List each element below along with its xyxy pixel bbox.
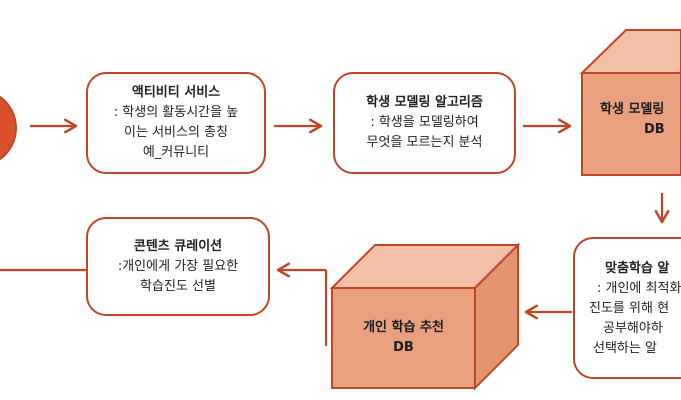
node-custom-learning: 맞춤학습 알 : 개인에 최적화 진도를 위해 현 공부해야하 선택하는 알 bbox=[573, 237, 681, 379]
node-desc-line: :개인에게 가장 필요한 bbox=[117, 258, 239, 274]
start-circle bbox=[0, 95, 17, 161]
node-desc-line: : 학생을 모델링하여 bbox=[370, 115, 479, 130]
cube-title-line: DB bbox=[644, 122, 665, 137]
node-title: 액티비티 서비스 bbox=[131, 85, 221, 100]
personal-rec-db-cube bbox=[329, 242, 521, 391]
node-desc-line: 진도를 위해 현 bbox=[589, 301, 670, 316]
cube-front-face bbox=[581, 72, 681, 176]
node-desc-line: 무엇을 모르는지 분석 bbox=[366, 135, 483, 150]
node-desc-line: 학습진도 선별 bbox=[140, 278, 216, 294]
cube-title-line: 학생 모델링 bbox=[600, 102, 665, 117]
personal-rec-db-label: 개인 학습 추천 DB bbox=[332, 318, 475, 358]
cube-title-line: DB bbox=[393, 340, 414, 355]
node-title: 학생 모델링 알고리즘 bbox=[366, 95, 483, 110]
node-title: 맞춤학습 알 bbox=[605, 261, 670, 276]
node-desc-line: 이는 서비스의 총칭 bbox=[124, 125, 228, 140]
node-desc-line: 예_커뮤니티 bbox=[142, 145, 210, 160]
student-model-db-label: 학생 모델링 DB bbox=[600, 100, 681, 140]
node-desc-line: : 학생의 활동시간을 높 bbox=[113, 105, 239, 120]
node-activity-service: 액티비티 서비스 : 학생의 활동시간을 높 이는 서비스의 총칭 예_커뮤니티 bbox=[86, 72, 266, 174]
node-desc-line: : 개인에 최적화 bbox=[597, 281, 681, 296]
node-desc-line: 선택하는 알 bbox=[593, 341, 657, 356]
node-title: 콘텐츠 큐레이션 bbox=[133, 238, 223, 254]
node-desc-line: 공부해야하 bbox=[603, 321, 663, 336]
node-curation: 콘텐츠 큐레이션 :개인에게 가장 필요한 학습진도 선별 bbox=[86, 217, 270, 316]
cube-front-face bbox=[331, 287, 476, 389]
student-model-db-cube bbox=[579, 29, 681, 176]
cube-title-line: 개인 학습 추천 bbox=[363, 320, 444, 335]
cube-top-face bbox=[579, 29, 681, 74]
node-student-modeling: 학생 모델링 알고리즘 : 학생을 모델링하여 무엇을 모르는지 분석 bbox=[333, 72, 516, 174]
